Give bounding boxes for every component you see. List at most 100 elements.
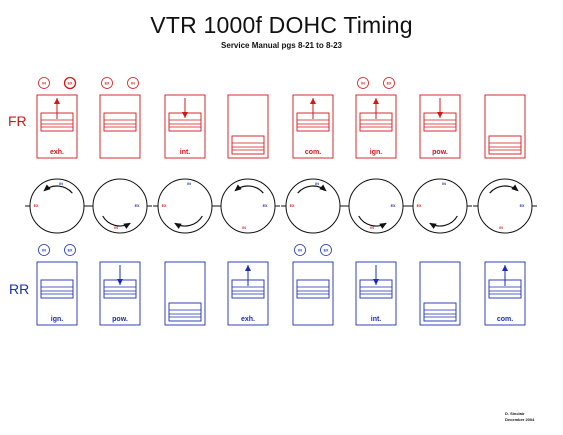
rear-cylinder-5-valve-ex [320, 244, 332, 256]
rear-cylinder-6: int. [355, 261, 397, 326]
cam-wheel-5-rim [285, 178, 341, 234]
front-cylinder-6-valve-label: IN [361, 82, 365, 86]
front-cylinder-8 [484, 94, 526, 159]
rear-cylinder-4-arrow-up-head [245, 265, 251, 271]
rear-cylinder-3 [164, 261, 206, 326]
rear-cylinder-2-stroke-label: pow. [112, 316, 128, 323]
front-cylinder-6: IN EX ign. [355, 77, 397, 159]
cam-wheel-3-mark-in: IN [187, 182, 191, 186]
cam-wheel-6-rim [348, 178, 404, 234]
cam-wheel-1-arrowhead [43, 184, 51, 192]
cam-wheel-3-rim [157, 178, 213, 234]
cam-wheel-5-arrowhead [319, 184, 327, 192]
front-cylinder-5-stroke-label: com. [305, 149, 321, 156]
front-cylinder-7-stroke-label: pow. [432, 149, 448, 156]
front-cylinder-2-valve-ex [101, 77, 113, 89]
front-cylinder-6-arrow-up-head [373, 98, 379, 104]
cam-wheel-3-arrowhead [174, 222, 182, 229]
author-date: December 2004 [505, 417, 535, 422]
rear-cylinder-3-piston [168, 302, 202, 322]
cam-wheel-7-mark-in: IN [442, 182, 446, 186]
cam-wheel-2-rim [92, 178, 148, 234]
front-cylinder-1-valve-label: EX [68, 82, 73, 86]
cam-wheel-1-mark-in: IN [59, 182, 63, 186]
cam-wheel-4-arrowhead [234, 184, 242, 192]
rear-cylinder-1-valve-in [38, 244, 50, 256]
front-cylinder-3-arrow-down-head [182, 112, 188, 118]
rear-cylinder-8-arrow-up-head [502, 265, 508, 271]
front-cylinder-4 [227, 94, 269, 159]
rear-cylinder-5-valve-in [294, 244, 306, 256]
rear-cylinder-1: IN EX ign. [36, 244, 78, 326]
front-cylinder-2-valve-in [127, 77, 139, 89]
cam-wheel-2-mark-in: IN [114, 226, 118, 230]
cam-wheel-8-mark-in: IN [499, 226, 503, 230]
front-cylinder-8-piston [488, 135, 522, 155]
cam-wheel-7: IN EX [408, 178, 472, 234]
rear-cylinder-5-piston [296, 279, 330, 299]
front-cylinder-6-valve-label: EX [387, 82, 392, 86]
cam-wheel-3: IN EX [153, 178, 217, 234]
front-cylinder-1-valve-label: IN [42, 82, 46, 86]
rear-cylinder-1-valve-ex [64, 244, 76, 256]
rear-cylinder-4: exh. [227, 261, 269, 326]
front-cylinder-7: pow. [419, 94, 461, 159]
front-cylinder-5: com. [292, 94, 334, 159]
rear-cylinder-8-stroke-label: com. [497, 316, 513, 323]
cam-wheel-1-rim [29, 178, 85, 234]
cam-wheel-1: IN EX [25, 178, 89, 234]
cam-wheel-5-mark-ex: EX [290, 204, 295, 208]
rear-cylinder-4-stroke-label: exh. [241, 316, 255, 323]
rear-cylinder-1-piston [40, 279, 74, 299]
rear-cylinder-5-valve-label: IN [298, 249, 302, 253]
cam-wheel-4: EX IN [216, 178, 280, 234]
front-cylinder-1-stroke-label: exh. [50, 149, 64, 156]
cam-wheel-5: IN EX [281, 178, 345, 234]
front-cylinder-2: EX IN [99, 77, 141, 159]
rear-cylinder-8: com. [484, 261, 526, 326]
rear-cylinder-1-stroke-label: ign. [51, 316, 63, 323]
cam-wheel-6-arrowhead [379, 222, 387, 229]
front-cylinder-1: IN EX exh. [36, 76, 78, 159]
rear-cylinder-6-stroke-label: int. [371, 316, 382, 323]
cam-wheel-8-rim [477, 178, 533, 234]
front-cylinder-1-valve-in [38, 77, 50, 89]
rear-cylinder-6-arrow-down-head [373, 279, 379, 285]
cam-wheel-5-mark-in: IN [315, 182, 319, 186]
front-cylinder-1-valve-ex [63, 76, 77, 90]
page-subtitle: Service Manual pgs 8-21 to 8-23 [221, 41, 342, 50]
cam-wheel-6-mark-ex: EX [391, 204, 396, 208]
front-cylinder-2-valve-label: EX [105, 82, 110, 86]
front-cylinder-2-piston [103, 112, 137, 132]
cam-wheel-4-mark-ex: EX [263, 204, 268, 208]
cam-wheel-4-mark-in: IN [242, 226, 246, 230]
cam-wheel-3-mark-ex: EX [162, 204, 167, 208]
cam-wheel-2-mark-ex: EX [135, 204, 140, 208]
front-cylinder-2-valve-label: IN [131, 82, 135, 86]
rear-cylinder-7-piston [423, 302, 457, 322]
rear-cylinder-1-valve-label: IN [42, 249, 46, 253]
cam-wheel-7-mark-ex: EX [417, 204, 422, 208]
cam-wheel-7-arrowhead [429, 222, 437, 229]
cam-wheel-1-mark-ex: EX [34, 204, 39, 208]
rear-cylinder-2: pow. [99, 261, 141, 326]
rear-cylinder-7 [419, 261, 461, 326]
cam-wheel-4-rim [220, 178, 276, 234]
cam-wheel-2-arrowhead [123, 222, 131, 229]
front-bank-label: FR [8, 113, 27, 129]
front-cylinder-4-piston [231, 135, 265, 155]
rear-cylinder-2-arrow-down-head [117, 279, 123, 285]
page-title: VTR 1000f DOHC Timing [150, 12, 413, 38]
author-credit: D. Sinclair December 2004 [505, 411, 534, 423]
front-cylinder-1-arrow-up-head [54, 98, 60, 104]
front-cylinder-6-valve-ex [383, 77, 395, 89]
rear-cylinder-1-valve-label: EX [68, 249, 73, 253]
front-cylinder-6-stroke-label: ign. [370, 149, 382, 156]
front-cylinder-3-stroke-label: int. [180, 149, 191, 156]
cam-wheel-8-arrowhead [511, 184, 519, 192]
cam-wheel-7-rim [412, 178, 468, 234]
